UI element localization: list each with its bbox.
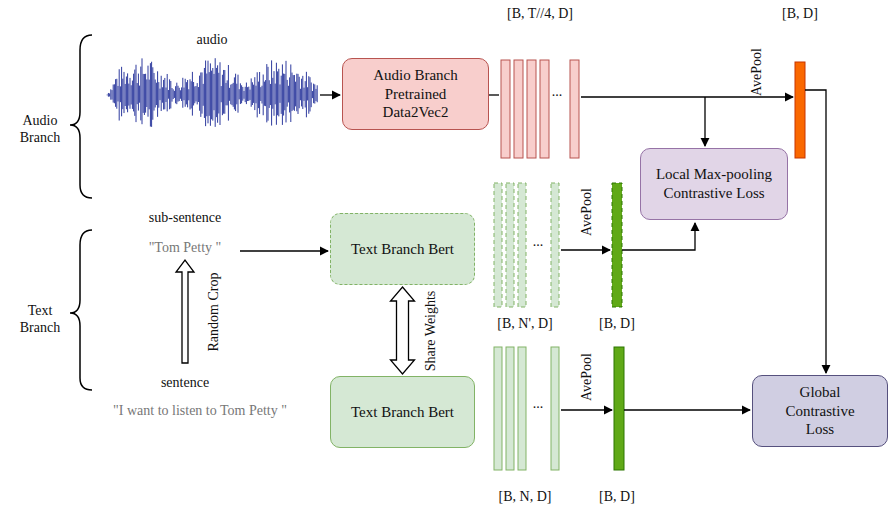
- audio-feature-bars: [501, 60, 579, 158]
- double-arrow: [391, 287, 415, 374]
- text-label: sub-sentence: [149, 210, 221, 227]
- rotated-label: AvePool: [579, 188, 596, 236]
- sentence-pooled-bar: [614, 347, 624, 470]
- text-label: [B, D]: [599, 489, 635, 506]
- process-box: Global Contrastive Loss: [752, 375, 888, 447]
- text-label: [B, D]: [782, 6, 818, 23]
- wire: [240, 90, 826, 410]
- box-text: Audio Branch Pretrained Data2Vec2: [363, 66, 468, 122]
- edge-label: Share Weights: [422, 290, 439, 371]
- text-label: [B, D]: [599, 316, 635, 333]
- audio-waveform: [106, 58, 317, 127]
- text-label: [B, N, D]: [499, 489, 552, 506]
- process-box: Text Branch Bert: [330, 213, 475, 285]
- text-label: ...: [533, 234, 544, 251]
- process-box: Text Branch Bert: [330, 376, 475, 448]
- rotated-label: AvePool: [579, 353, 596, 401]
- audio-pooled-bar: [795, 62, 805, 158]
- text-label: sentence: [161, 375, 209, 392]
- subsentence-pooled-bar: [612, 183, 622, 307]
- box-text: Global Contrastive Loss: [771, 383, 869, 439]
- sentence-feature-bars: [494, 347, 559, 470]
- box-text: Local Max-pooling Contrastive Loss: [649, 165, 779, 203]
- text-label: [B, T//4, D]: [507, 6, 573, 23]
- process-box: Local Max-pooling Contrastive Loss: [640, 148, 788, 220]
- rotated-label: AvePool: [749, 48, 766, 96]
- rotated-label: Random Crop: [206, 273, 223, 352]
- text-label: Audio Branch: [12, 113, 68, 147]
- box-text: Text Branch Bert: [351, 403, 454, 422]
- text-label: Text Branch: [12, 303, 68, 337]
- text-label: [B, N', D]: [497, 316, 552, 333]
- process-box: Audio Branch Pretrained Data2Vec2: [342, 58, 489, 130]
- text-label: "I want to listen to Tom Petty ": [113, 403, 287, 420]
- text-label: "Tom Petty ": [149, 240, 222, 257]
- subsentence-feature-bars: [494, 183, 559, 307]
- text-label: ...: [552, 84, 563, 101]
- box-text: Text Branch Bert: [351, 240, 454, 259]
- brace: [70, 35, 92, 198]
- text-label: audio: [196, 32, 227, 49]
- text-label: ...: [533, 396, 544, 413]
- crop-arrow: [176, 260, 194, 363]
- brace: [70, 230, 92, 390]
